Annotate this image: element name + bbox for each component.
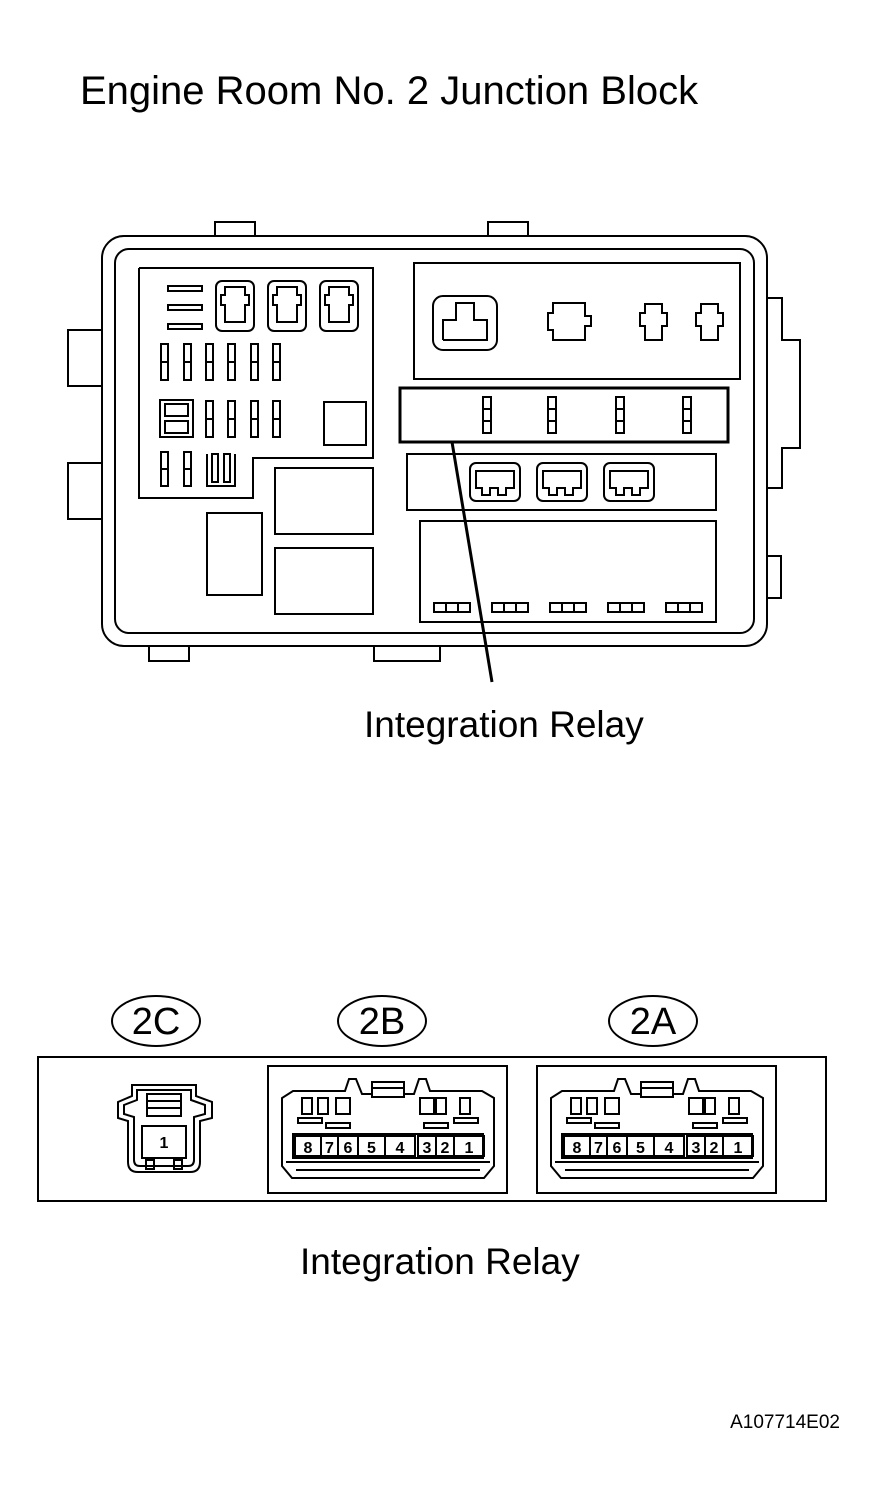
- integration-relay-terminals: [482, 396, 692, 434]
- connector-2c-pin-1: 1: [160, 1135, 169, 1152]
- bottom-fuse-row: [433, 602, 703, 613]
- small-relay-sockets: [215, 280, 359, 332]
- connector-2c: 1: [117, 1084, 213, 1173]
- connector-2a-pin-8: 8: [573, 1140, 582, 1157]
- connector-2b-pin-8: 8: [304, 1140, 313, 1157]
- figure-code: A107714E02: [730, 1412, 840, 1433]
- connector-2a-pin-1: 1: [734, 1140, 743, 1157]
- connector-2b-pin-2: 2: [441, 1140, 450, 1157]
- callout-leader-line: [450, 441, 494, 683]
- integration-relay-strip: [398, 386, 730, 444]
- connector-2a-pin-7: 7: [594, 1140, 603, 1157]
- callout-label: Integration Relay: [364, 704, 644, 745]
- junction-block: [67, 221, 801, 662]
- connector-group-label: Integration Relay: [300, 1241, 580, 1282]
- connector-tag-2c: 2C: [132, 1001, 181, 1043]
- connector-tag-2a: 2A: [630, 1001, 677, 1043]
- connector-panel: [37, 1056, 827, 1202]
- mini-fuses: [160, 343, 281, 487]
- connector-tag-2b: 2B: [359, 1001, 405, 1043]
- diagram-title: Engine Room No. 2 Junction Block: [80, 69, 699, 113]
- connector-2b-pin-1: 1: [465, 1140, 474, 1157]
- mid-relay-sockets: [469, 462, 655, 502]
- connector-2a-pin-5: 5: [636, 1140, 645, 1157]
- connector-2a-pin-4: 4: [665, 1140, 674, 1157]
- connector-2a-pin-2: 2: [710, 1140, 719, 1157]
- connector-2b-pin-5: 5: [367, 1140, 376, 1157]
- connector-2b-pin-4: 4: [396, 1140, 405, 1157]
- connector-2a-pin-3: 3: [692, 1140, 701, 1157]
- connector-2b-pin-6: 6: [344, 1140, 353, 1157]
- connector-2b-pin-7: 7: [325, 1140, 334, 1157]
- connector-2b-pin-3: 3: [423, 1140, 432, 1157]
- connector-2a-pin-6: 6: [613, 1140, 622, 1157]
